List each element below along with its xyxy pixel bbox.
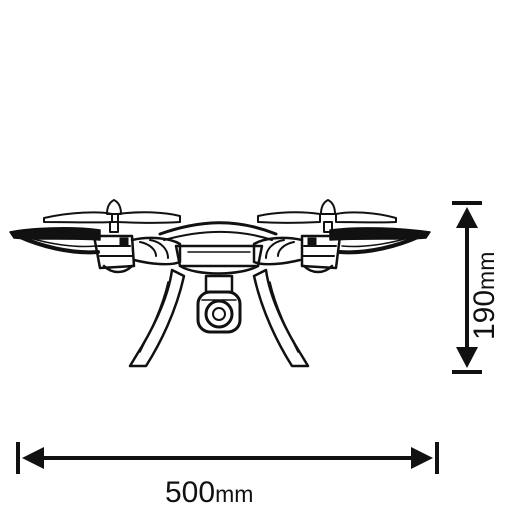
height-arrow-up: [456, 207, 478, 228]
width-arrow-right: [411, 447, 433, 469]
right-propeller: [257, 199, 397, 233]
left-arm: [130, 236, 182, 266]
left-landing-leg: [128, 268, 186, 368]
height-arrow-down: [456, 347, 478, 368]
width-dimension-marker: [16, 442, 439, 474]
left-motor: [92, 234, 136, 274]
right-landing-leg: [252, 268, 310, 368]
height-dimension-label: 190mm: [468, 251, 501, 340]
left-propeller: [43, 199, 181, 233]
width-dimension-label: 500mm: [165, 478, 253, 508]
width-arrow-left: [22, 447, 44, 469]
width-value: 500: [165, 476, 216, 509]
right-prop-guard: [329, 227, 431, 255]
camera-gimbal: [196, 274, 242, 334]
height-value: 190: [468, 289, 501, 340]
height-dimension-marker: [452, 201, 482, 374]
left-prop-guard: [9, 227, 101, 255]
drone-drawing: [9, 199, 431, 368]
right-arm: [252, 236, 304, 266]
drone-body: [158, 221, 278, 275]
right-motor: [300, 234, 342, 274]
height-unit: mm: [473, 251, 499, 290]
width-unit: mm: [215, 481, 254, 507]
